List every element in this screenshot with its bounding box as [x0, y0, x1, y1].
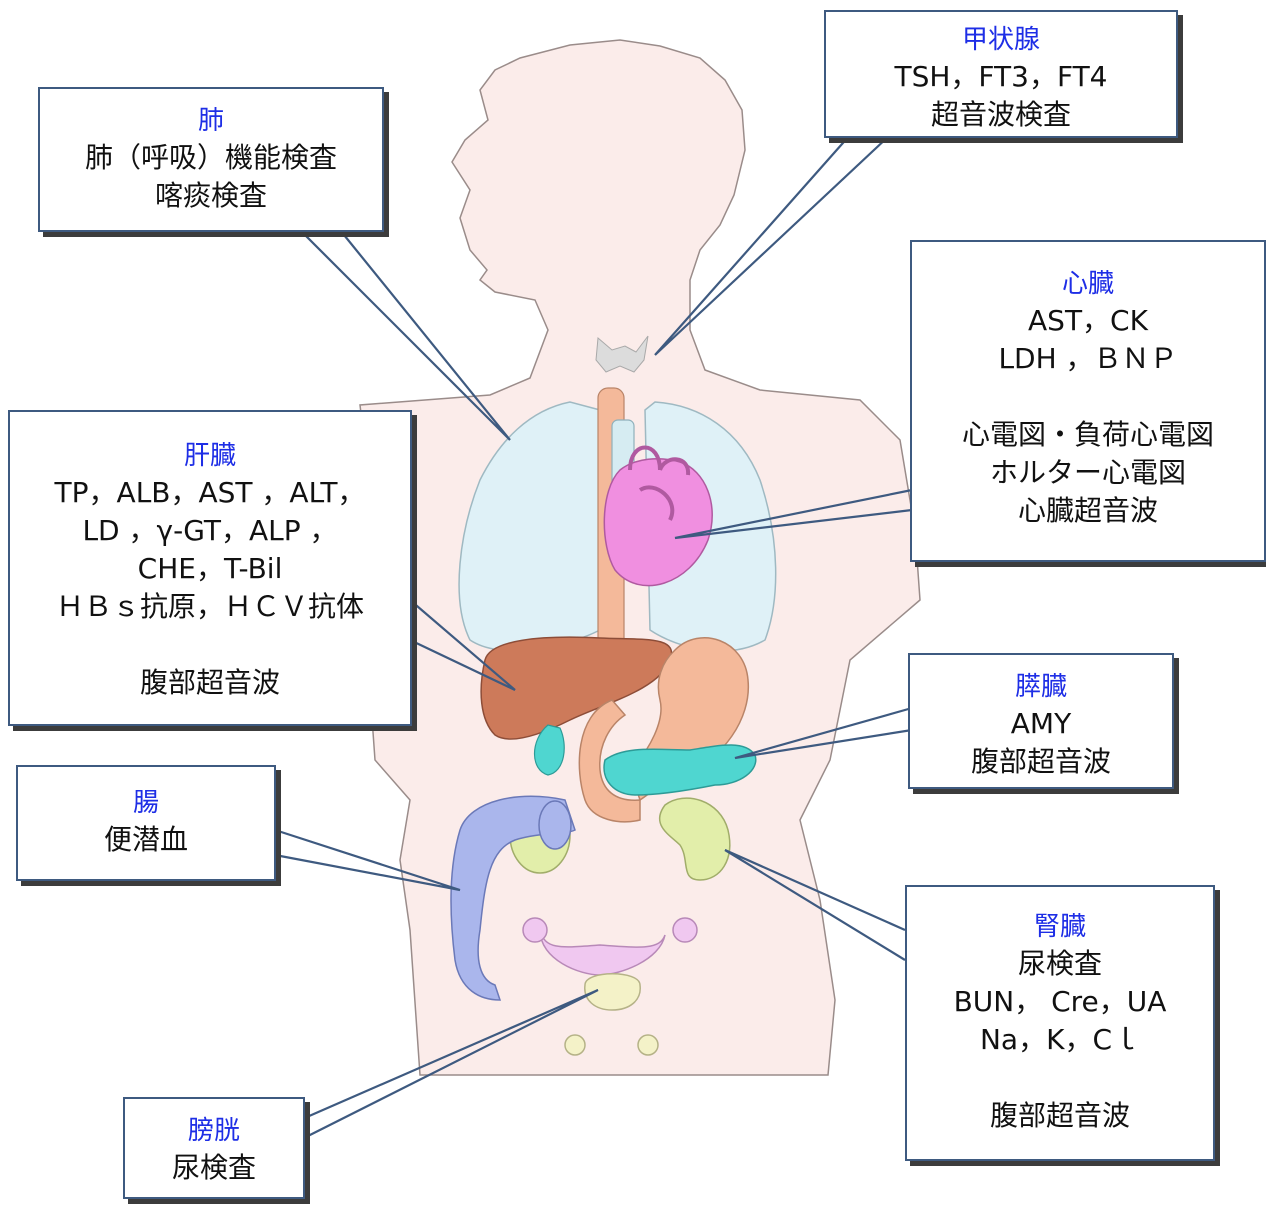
lung-line-2: 喀痰検査 [40, 177, 382, 215]
lung-line-1: 肺（呼吸）機能検査 [40, 139, 382, 177]
kidney-line-2: BUN， Cre，UA [907, 983, 1213, 1021]
kidney-callout: 腎臓 尿検査 BUN， Cre，UA Na，K，Cｌ 腹部超音波 [905, 885, 1215, 1161]
kidney-line-5: 腹部超音波 [907, 1097, 1213, 1135]
colon-opening [539, 801, 571, 849]
heart-line-4: 心電図・負荷心電図 [912, 416, 1264, 454]
kidney-line-1: 尿検査 [907, 945, 1213, 983]
bladder-line-1: 尿検査 [125, 1149, 303, 1187]
bowel-callout: 腸 便潜血 [16, 765, 276, 881]
heart-gap [912, 378, 1264, 416]
thyroid-line-2: 超音波検査 [826, 96, 1176, 134]
ovary-right [673, 918, 697, 942]
thyroid-line-1: TSH，FT3，FT4 [826, 58, 1176, 96]
liver-line-4: ＨＢｓ抗原，ＨＣＶ抗体 [10, 588, 410, 626]
thyroid-callout: 甲状腺 TSH，FT3，FT4 超音波検査 [824, 10, 1178, 138]
lung-callout: 肺 肺（呼吸）機能検査 喀痰検査 [38, 87, 384, 232]
liver-line-6: 腹部超音波 [10, 664, 410, 702]
liver-callout: 肝臓 TP，ALB，AST ，ALT， LD ，γ-GT，ALP ， CHE，T… [8, 410, 412, 726]
heart-title: 心臓 [912, 266, 1264, 302]
pancreas-callout: 膵臓 AMY 腹部超音波 [908, 653, 1174, 789]
heart-line-5: ホルター心電図 [912, 454, 1264, 492]
pancreas-line-1: AMY [910, 705, 1172, 743]
bladder-node-left [565, 1035, 585, 1055]
pancreas-line-2: 腹部超音波 [910, 743, 1172, 781]
bladder-node-right [638, 1035, 658, 1055]
bowel-line-1: 便潜血 [18, 821, 274, 859]
ovary-left [523, 918, 547, 942]
heart-callout: 心臓 AST，CK LDH ，ＢＮＰ 心電図・負荷心電図 ホルター心電図 心臓超… [910, 240, 1266, 562]
heart-line-2: LDH ，ＢＮＰ [912, 340, 1264, 378]
bowel-title: 腸 [18, 785, 274, 821]
kidney-gap [907, 1059, 1213, 1097]
bladder-callout: 膀胱 尿検査 [123, 1097, 305, 1199]
liver-line-2: LD ，γ-GT，ALP ， [10, 512, 410, 550]
liver-line-3: CHE，T-Bil [10, 550, 410, 588]
liver-title: 肝臓 [10, 438, 410, 474]
kidney-line-3: Na，K，Cｌ [907, 1021, 1213, 1059]
pancreas-title: 膵臓 [910, 669, 1172, 705]
heart-line-1: AST，CK [912, 302, 1264, 340]
lung-title: 肺 [40, 103, 382, 139]
heart-line-6: 心臓超音波 [912, 492, 1264, 530]
liver-line-1: TP，ALB，AST ，ALT， [10, 474, 410, 512]
bladder-title: 膀胱 [125, 1113, 303, 1149]
kidney-title: 腎臓 [907, 909, 1213, 945]
liver-gap [10, 626, 410, 664]
thyroid-title: 甲状腺 [826, 22, 1176, 58]
